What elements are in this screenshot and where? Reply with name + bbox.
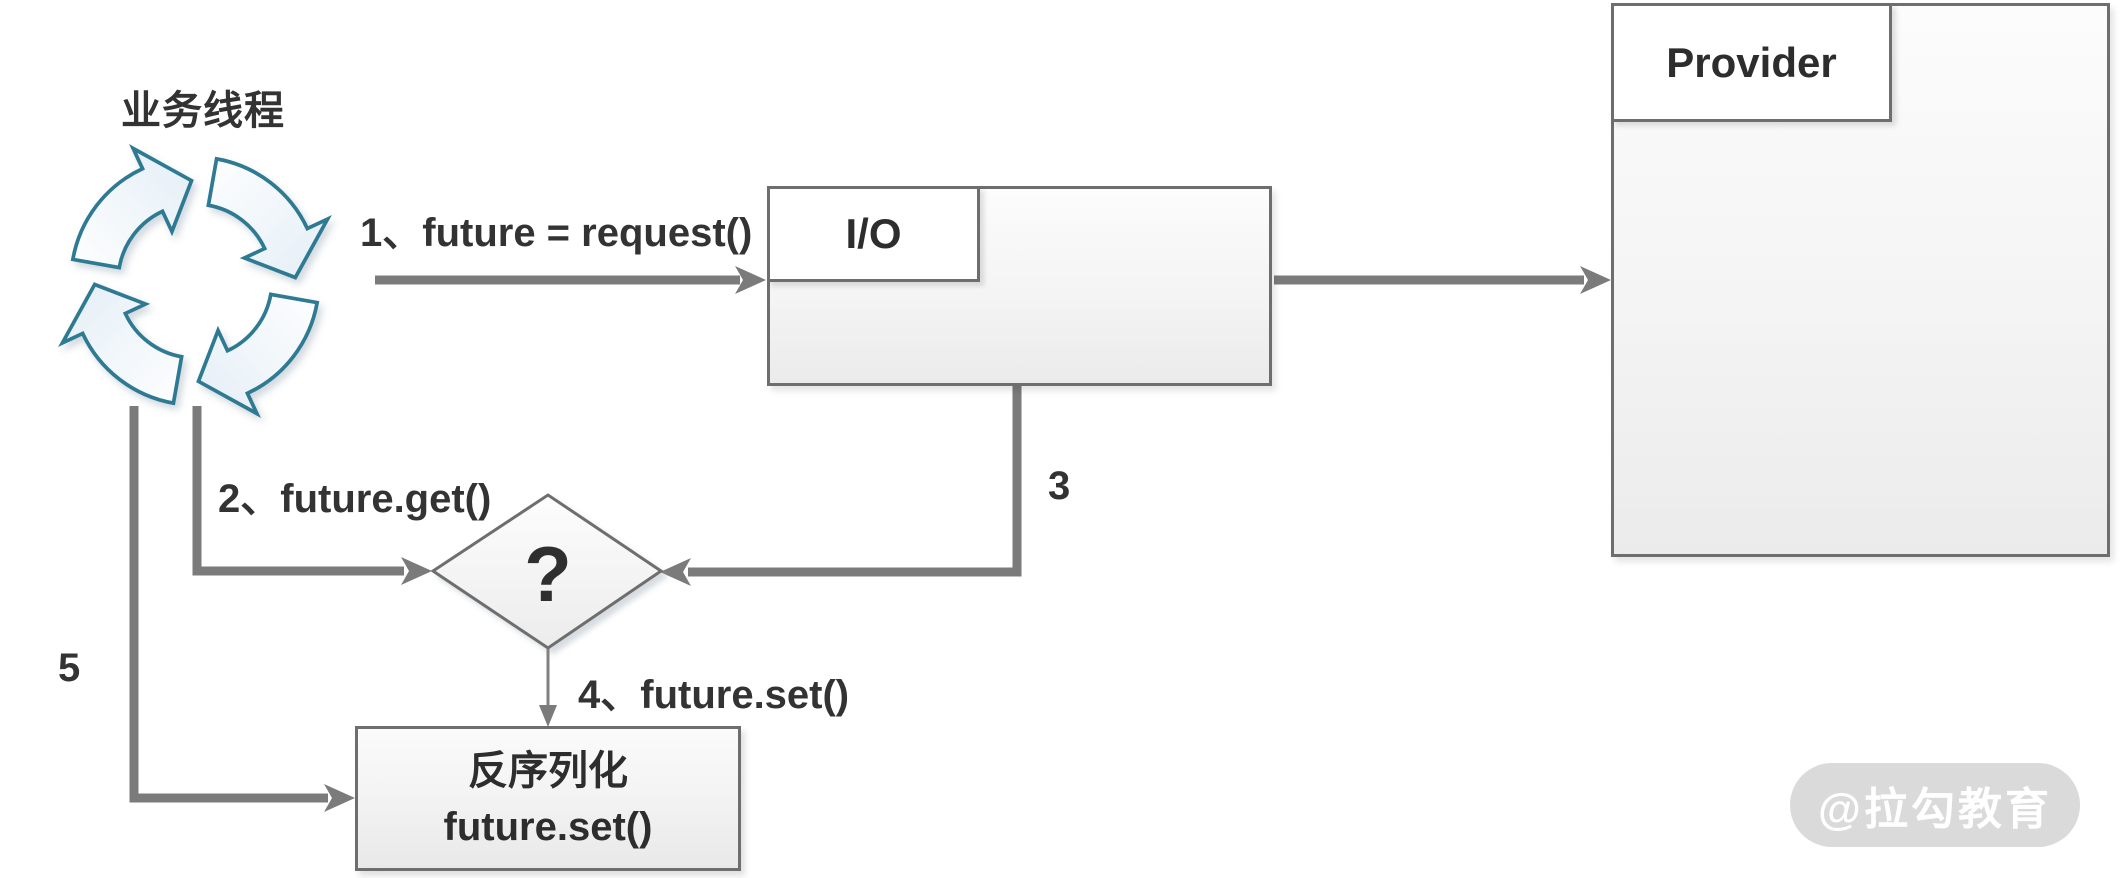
step5-label: 5	[58, 646, 81, 690]
arrow-step2-head	[401, 557, 432, 585]
arrow-step3-line	[688, 384, 1022, 577]
step3-label: 3	[1048, 464, 1071, 508]
decision-question-mark: ?	[524, 529, 572, 618]
watermark-badge: @拉勾教育	[1790, 763, 2080, 847]
step2-label: 2、future.get()	[218, 477, 492, 521]
business-thread-label: 业务线程	[121, 89, 285, 133]
provider-node-tab: Provider	[1611, 3, 1892, 122]
arrow-step4-head	[539, 705, 557, 727]
arrow-step5-line	[129, 406, 328, 803]
arrow-io-to-provider-head	[1580, 266, 1611, 294]
step4-label: 4、future.set()	[578, 673, 850, 717]
provider-node-label: Provider	[1666, 38, 1837, 86]
deserialize-node-label-cn: 反序列化	[468, 748, 628, 793]
arrow-step1-head	[735, 266, 766, 294]
decision-diamond	[430, 493, 664, 650]
step1-label: 1、future = request()	[360, 211, 753, 255]
watermark-text: @拉勾教育	[1818, 785, 2052, 834]
business-thread-cycle-icon	[60, 146, 330, 416]
io-node-tab: I/O	[767, 186, 980, 282]
arrow-step5-head	[324, 784, 355, 812]
arrow-step2-line	[192, 406, 404, 576]
arrow-step3-head	[660, 558, 691, 586]
io-node-body	[767, 186, 1272, 386]
deserialize-node: 反序列化 future.set()	[355, 726, 741, 871]
io-node-label: I/O	[845, 210, 902, 257]
deserialize-node-label-code: future.set()	[443, 804, 653, 849]
